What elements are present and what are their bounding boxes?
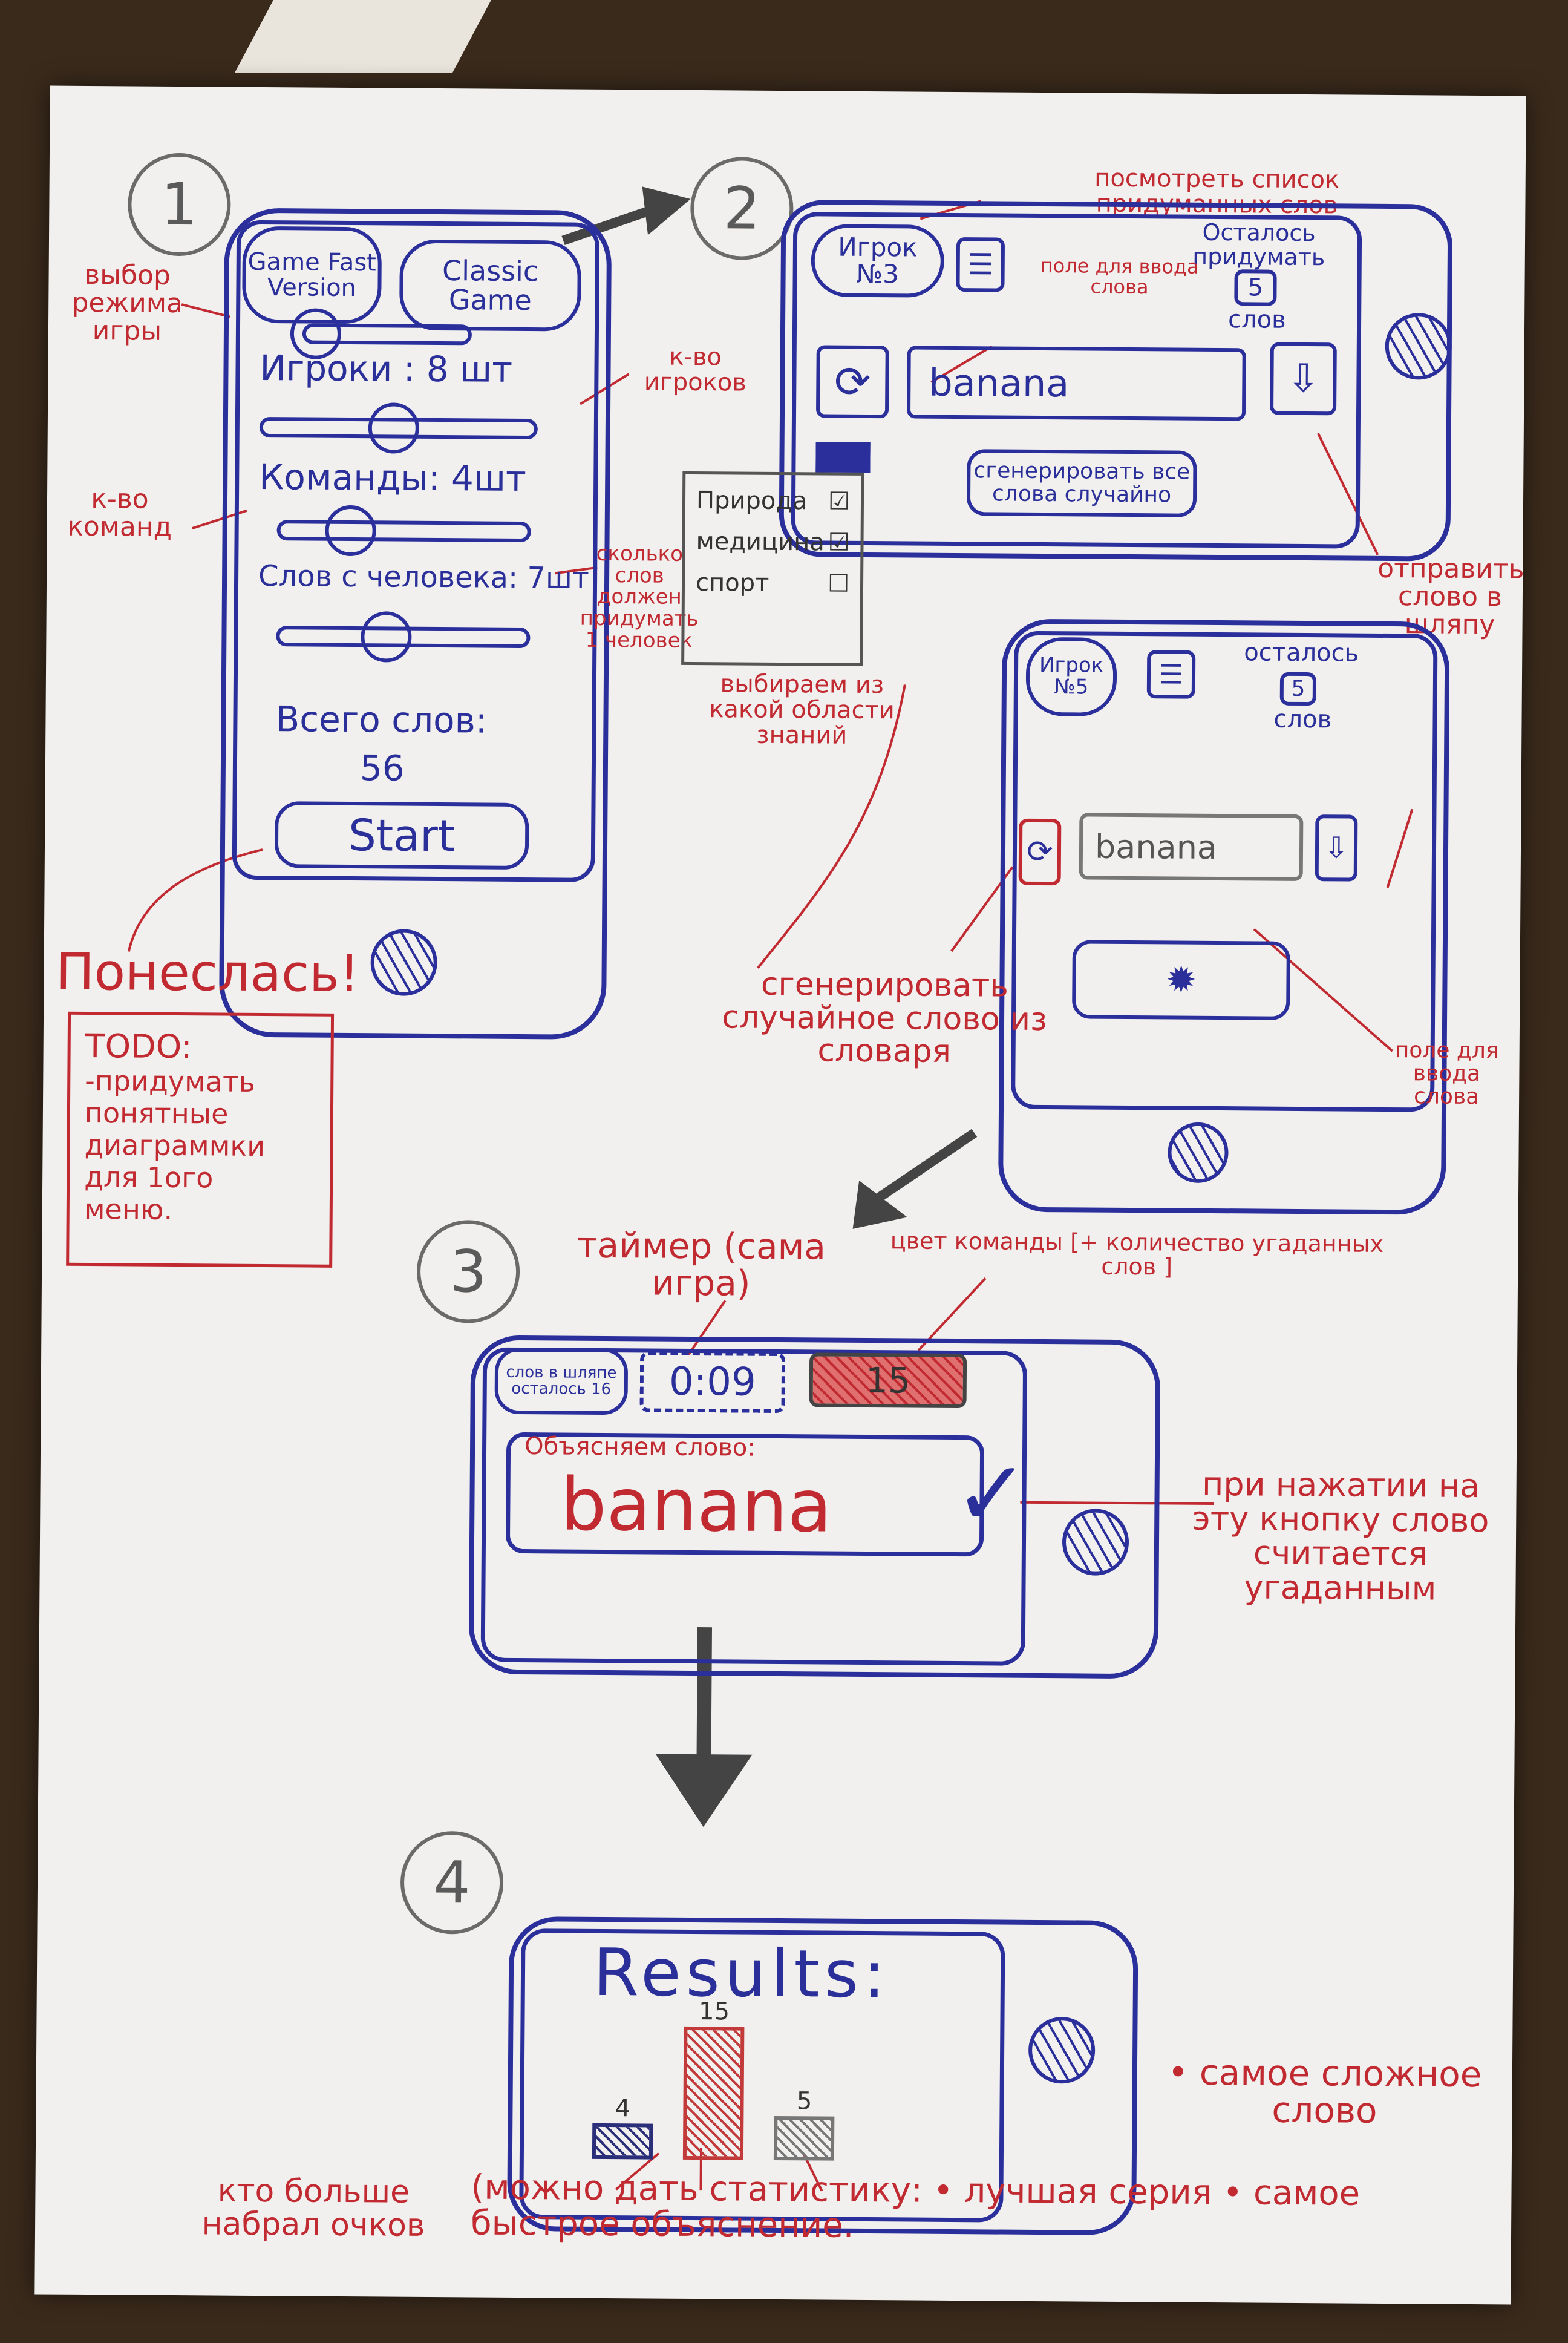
words-per-person-label: Слов с человека: 7шт [258, 559, 590, 595]
todo-item: понятные [84, 1096, 229, 1130]
word-input[interactable]: banana [906, 346, 1246, 421]
phone-home-button-4[interactable] [1028, 2016, 1096, 2084]
current-word: banana [560, 1463, 832, 1549]
note-check-button: при нажатии на эту кнопку слово считаетс… [1192, 1464, 1489, 1608]
results-bar-label: 5 [796, 2087, 812, 2115]
remaining-unit: слов [1227, 306, 1286, 334]
category-row[interactable]: медицина☑ [696, 528, 849, 557]
todo-item: диаграммки [84, 1128, 266, 1162]
category-row[interactable]: Природа ☑ [696, 487, 850, 516]
send-to-hat-icon[interactable]: ⇩ [1270, 342, 1337, 416]
send-to-hat-icon-2b[interactable]: ⇩ [1315, 814, 1358, 882]
word-input-2b[interactable]: banana [1079, 813, 1304, 882]
remaining-count-2b: 5 [1279, 672, 1317, 706]
screen-2-number: 2 [690, 156, 794, 261]
category-label: медицина [696, 528, 825, 557]
results-bar-label: 15 [698, 1997, 730, 2026]
words-slider-knob[interactable] [361, 611, 412, 663]
checkbox-empty-icon[interactable]: ☐ [828, 569, 850, 598]
note-go: Понеслась! [56, 942, 360, 1004]
todo-item: меню. [83, 1192, 173, 1226]
background-sheet [235, 0, 491, 73]
phone-home-button-2b[interactable] [1168, 1122, 1229, 1184]
classic-game-button[interactable]: Classic Game [399, 239, 582, 332]
vocab-picker-icon[interactable] [815, 442, 871, 473]
note-input-field: поле для ввода слова [1040, 254, 1199, 298]
phone-home-button-3[interactable] [1062, 1509, 1129, 1576]
total-words-label: Всего слов: [275, 698, 488, 741]
results-bar [682, 2026, 745, 2160]
generate-all-words-button[interactable]: сгенерировать все слова случайно [966, 449, 1197, 517]
phone-home-button-2[interactable] [1385, 312, 1452, 380]
paper-sheet: 1 Game Fast Version Classic Game Игроки … [34, 85, 1526, 2305]
note-team-color: цвет команды [+ количество угаданных сло… [890, 1227, 1384, 1280]
note-timer: таймер (сама игра) [577, 1224, 826, 1304]
results-bar [592, 2123, 653, 2160]
results-bar [773, 2115, 835, 2161]
results-chart: 4 15 5 [592, 1997, 896, 2161]
hat-splash-icon: ✹ [1166, 958, 1197, 1001]
note-hardest-word: • самое сложное слово [1168, 2051, 1482, 2131]
todo-title: TODO: [85, 1026, 192, 1066]
teams-label: Команды: 4шт [259, 456, 527, 500]
category-row[interactable]: спорт ☐ [696, 569, 849, 598]
note-winners: кто больше набрал очков [201, 2172, 425, 2244]
note-stats: (можно дать статистику: • лучшая серия •… [470, 2168, 1361, 2246]
teams-slider[interactable] [276, 520, 531, 543]
category-label: Природа [696, 487, 808, 516]
teams-slider-knob[interactable] [325, 505, 376, 557]
regenerate-icon[interactable]: ⟳ [815, 345, 889, 419]
remaining-label-2b: осталось [1244, 638, 1359, 667]
guessed-check-icon[interactable]: ✓ [953, 1441, 1030, 1547]
screen-4-number: 4 [400, 1830, 504, 1935]
note-players-count: к-во игроков [644, 342, 747, 397]
timer-display: 0:09 [639, 1351, 786, 1414]
note-game-mode: выбор режима игры [71, 259, 183, 347]
players-slider-knob[interactable] [368, 402, 420, 454]
note-input-field-2b: поле для ввода слова [1394, 1038, 1499, 1109]
todo-item: для 1ого [83, 1160, 214, 1194]
note-generate-random: сгенерировать случайное слово из словаря [722, 966, 1047, 1070]
todo-item: -придумать [85, 1064, 256, 1098]
start-button[interactable]: Start [274, 801, 529, 870]
category-label: спорт [695, 568, 769, 597]
screen-1-number: 1 [127, 152, 231, 257]
hat-button-2b[interactable]: ✹ [1072, 940, 1290, 1020]
player-badge: Игрок №3 [811, 224, 945, 298]
word-list-icon[interactable]: ☰ [956, 237, 1005, 292]
player-badge-2b: Игрок №5 [1025, 637, 1117, 716]
note-teams-count: к-во команд [67, 483, 172, 543]
word-list-icon-2b[interactable]: ☰ [1146, 650, 1196, 699]
category-popup: Природа ☑ медицина☑ спорт ☐ [681, 471, 864, 666]
players-label: Игроки : 8 шт [260, 347, 513, 390]
remaining-unit-2b: слов [1273, 705, 1332, 734]
checkbox-checked-icon[interactable]: ☑ [828, 528, 850, 557]
note-choose-vocab: выбираем из какой области знаний [709, 670, 895, 750]
remaining-count: 5 [1234, 269, 1277, 306]
regenerate-icon-2b[interactable]: ⟳ [1018, 818, 1062, 886]
explain-label: Объясняем слово: [524, 1432, 756, 1462]
screen-3-number: 3 [416, 1219, 520, 1323]
total-words-value: 56 [359, 747, 405, 789]
checkbox-checked-icon[interactable]: ☑ [828, 487, 851, 516]
todo-box: TODO: -придумать понятные диаграммки для… [66, 1011, 335, 1268]
results-bar-label: 4 [615, 2094, 631, 2123]
hat-words-left: слов в шляпе осталось 16 [494, 1347, 629, 1415]
team-score-badge: 15 [809, 1352, 967, 1409]
